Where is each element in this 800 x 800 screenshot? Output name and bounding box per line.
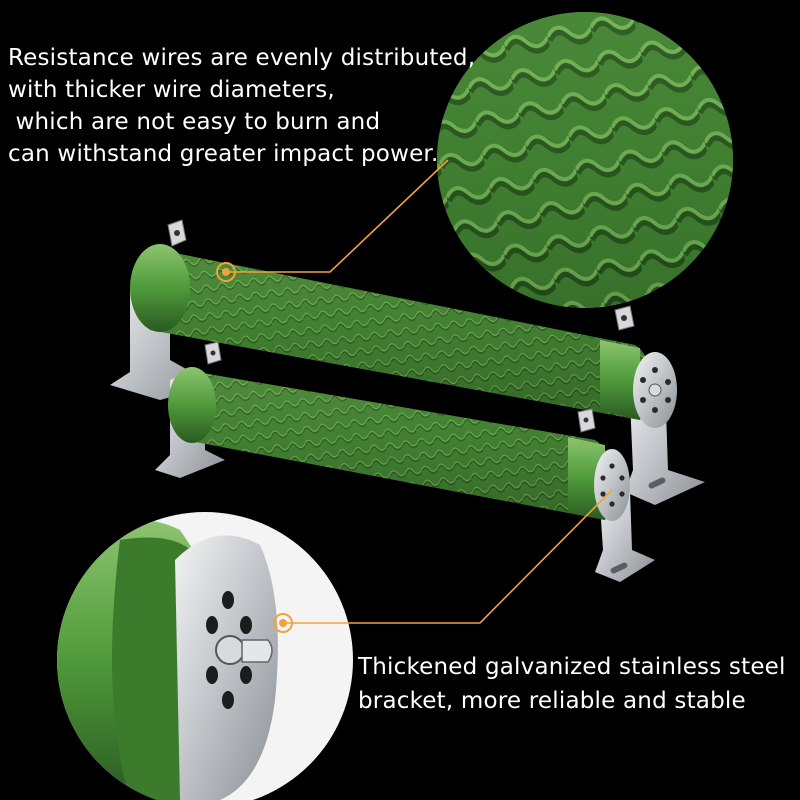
callout-marker-icon: [273, 613, 293, 633]
wire-description: Resistance wires are evenly distributed,…: [8, 42, 475, 170]
bracket-description: Thickened galvanized stainless steel bra…: [358, 650, 786, 718]
wire-description-line: can withstand greater impact power.: [8, 141, 439, 167]
front-resistor-tube: [168, 341, 630, 521]
wire-closeup-circle: [437, 12, 733, 308]
callout-bottom: [283, 489, 613, 624]
bracket-closeup-circle: [57, 512, 353, 800]
wire-description-line: which are not easy to burn and: [8, 109, 381, 135]
callout-marker-icon: [216, 262, 236, 282]
callout-top: [226, 159, 449, 273]
wire-description-line: Resistance wires are evenly distributed,: [8, 45, 476, 71]
wire-description-line: with thicker wire diameters,: [8, 77, 335, 103]
bracket-description-line: Thickened galvanized stainless steel: [358, 654, 786, 680]
back-resistor-tube: [130, 219, 677, 428]
bracket-description-line: bracket, more reliable and stable: [358, 688, 746, 714]
